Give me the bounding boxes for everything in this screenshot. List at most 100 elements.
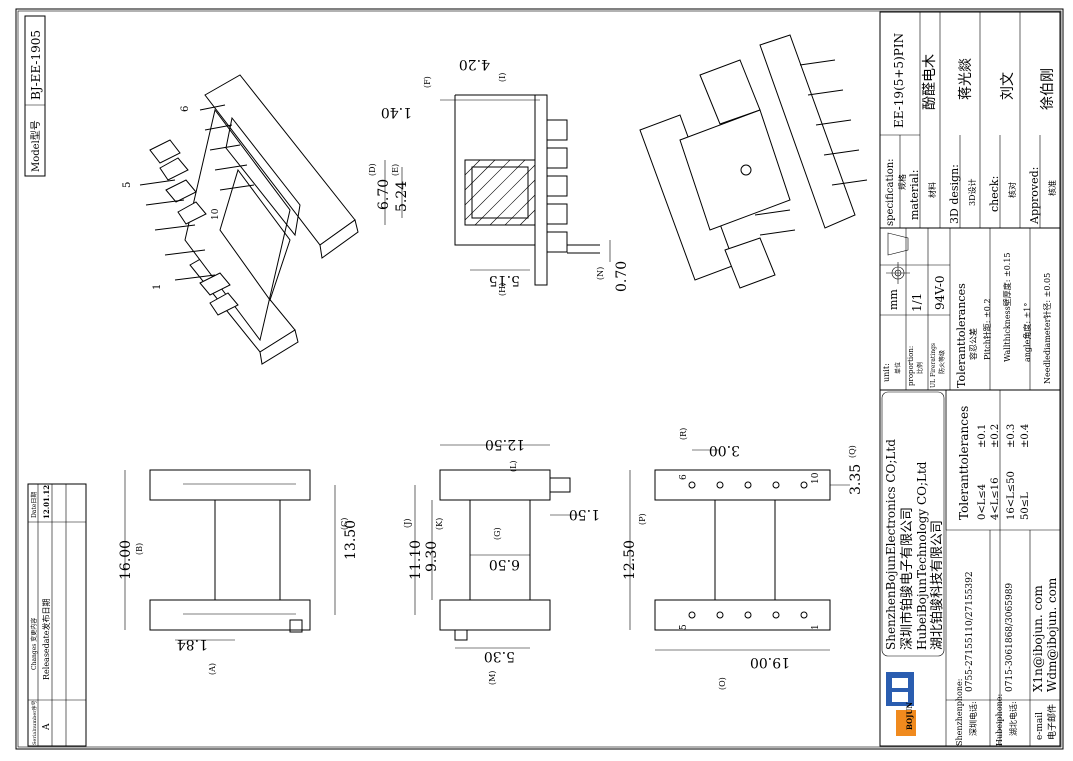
company-name-cn1: 深圳市铂骏电子有限公司 xyxy=(899,507,915,650)
approved-label: Approved: xyxy=(1028,167,1041,225)
tol-range-2: 16<L≤50 xyxy=(1006,471,1017,520)
check-label: check: xyxy=(988,176,1001,212)
email-cn: 电子邮件 xyxy=(1046,704,1058,740)
revision-col-date: Date日期 xyxy=(30,492,38,518)
isometric-view-right xyxy=(639,34,868,289)
tol-title: Toleranttolerances xyxy=(955,283,968,388)
approved-cn: 核准 xyxy=(1047,180,1057,196)
unit-label: unit: xyxy=(882,363,891,382)
check-cn: 核对 xyxy=(1007,182,1017,198)
pin-label-1: 1 xyxy=(811,624,821,630)
model-value: BJ-EE-1905 xyxy=(29,30,43,100)
company-name-en1: ShenzhenBojunElectronics CO;Ltd xyxy=(884,439,898,650)
spec-cn: 规格 xyxy=(897,174,907,190)
check-value: 刘文 xyxy=(1000,72,1016,100)
dim-5-30: 5.30 xyxy=(484,648,515,664)
section-view: 4.20 (I) (F) 1.40 6.70 (D) 5.24 (E) 5.15… xyxy=(368,56,630,296)
dim-J: (J) xyxy=(403,519,412,528)
material-cn: 材料 xyxy=(927,182,937,198)
unit-cn: 单位 xyxy=(894,362,902,374)
dim-B: (B) xyxy=(135,543,144,555)
tol-value-2: ±0.3 xyxy=(1006,424,1017,448)
dim-4-20: 4.20 xyxy=(459,56,490,72)
hatch-wall xyxy=(464,159,536,226)
tol-range-0: 0<L≤4 xyxy=(977,484,988,520)
material-value: 酚醛电木 xyxy=(922,54,938,110)
material-label: material: xyxy=(908,170,921,220)
fire-label: UL Fireratings xyxy=(930,343,937,388)
dim-1-50: 1.50 xyxy=(569,506,600,522)
tol-range-1: 4<L≤16 xyxy=(990,478,1001,521)
proportion-cn: 比例 xyxy=(916,362,924,374)
pin-label-5-left: 5 xyxy=(122,182,133,188)
dim-N: (N) xyxy=(596,267,605,280)
dim-H: (H) xyxy=(498,283,507,296)
approved-value: 徐伯刚 xyxy=(1040,68,1056,110)
dim-A: (A) xyxy=(208,663,217,675)
front-view-left: 16.00 (B) 13.50 (C) 1.84 (A) xyxy=(118,469,359,675)
dim-16-00: 16.00 xyxy=(118,540,134,580)
dim-1-84: 1.84 xyxy=(177,636,208,652)
sz-phone: 0755-27155110/27155392 xyxy=(965,571,975,692)
company-name-en2: HubeiBojunTechnology CO;Ltd xyxy=(915,461,929,650)
dim-0-70: 0.70 xyxy=(614,261,630,292)
proportion-label: proportion: xyxy=(907,346,915,386)
dim-3-35: 3.35 xyxy=(848,464,864,495)
spec-label: specification: xyxy=(885,158,896,226)
tol-pitch: Pitch针距: ±0.2 xyxy=(982,299,992,360)
design-cn: 3D设计 xyxy=(967,178,977,206)
unit-value: mm xyxy=(887,289,900,310)
revision-col-changes: Changes 变更内容 xyxy=(30,618,38,670)
dim-1-40: 1.40 xyxy=(381,104,412,120)
revision-col-serial: Serialnumber序号 xyxy=(31,700,38,745)
hb-phone: 0715-3061868/3065989 xyxy=(1005,583,1015,692)
sheet-inner-border xyxy=(17,10,1062,748)
hb-phone-cn: 湖北电话: xyxy=(1008,701,1018,736)
revision-row-date: 12.01.12 xyxy=(42,485,51,519)
fire-value: 94V-0 xyxy=(933,275,947,310)
tol-value-0: ±0.1 xyxy=(977,424,988,448)
dim-D: (D) xyxy=(368,163,377,176)
pin-view: 6 10 5 1 3.00 (R) 3.35 (Q) 12.50 (P) 19.… xyxy=(622,428,864,690)
dim-M: (M) xyxy=(488,671,497,685)
proportion-value: 1/1 xyxy=(910,293,924,312)
tol-range-title: Toleranttolerances xyxy=(957,406,971,520)
revision-row-serial: A xyxy=(42,723,52,731)
revision-row-change: Releasedate发布日期 xyxy=(41,599,51,681)
sz-phone-label: Shenzhenphone: xyxy=(955,679,964,746)
dim-9-30: 9.30 xyxy=(424,541,440,572)
dim-12-50-top: 12.50 xyxy=(485,436,525,452)
dim-3-00: 3.00 xyxy=(709,442,740,458)
design-label: 3D design: xyxy=(948,164,961,224)
sheet-border xyxy=(15,8,1064,750)
dim-19-00: 19.00 xyxy=(750,654,790,670)
tol-value-1: ±0.2 xyxy=(990,424,1001,448)
tol-range-3: 50≤L xyxy=(1020,492,1031,520)
dim-6-50: 6.50 xyxy=(489,556,520,572)
tol-angle: angle角度: ±1° xyxy=(1022,303,1032,362)
projection-symbol-icon xyxy=(886,232,910,284)
email-1: X1n@ibojun. com xyxy=(1031,585,1045,692)
title-block: specification: 规格 EE-19(5+5)PIN material… xyxy=(879,11,1061,747)
model-box: Model型号 BJ-EE-1905 xyxy=(24,15,46,177)
tol-value-3: ±0.4 xyxy=(1020,424,1031,448)
dim-K: (K) xyxy=(435,518,444,530)
dim-12-50-right: 12.50 xyxy=(622,540,638,580)
dim-R: (R) xyxy=(679,428,688,440)
isometric-view-left: 6 5 10 1 xyxy=(122,74,359,365)
dim-L: (L) xyxy=(509,460,518,472)
dim-G: (G) xyxy=(493,527,502,540)
tol-wall: Wallthickness壁厚度: ±0.15 xyxy=(1002,252,1012,362)
spec-value: EE-19(5+5)PIN xyxy=(892,33,906,128)
bojun-logo-icon xyxy=(886,672,916,736)
pin-label-10: 10 xyxy=(811,472,821,484)
dim-5-15: 5.15 xyxy=(489,272,520,288)
company-block: ShenzhenBojunElectronics CO;Ltd 深圳市铂骏电子有… xyxy=(879,389,1060,747)
revision-table: Serialnumber序号 Changes 变更内容 Date日期 A Rel… xyxy=(27,483,87,747)
dim-I: (I) xyxy=(498,73,507,82)
email-label: e-mail xyxy=(1035,712,1045,740)
dim-13-50: 13.50 xyxy=(343,520,359,560)
hb-phone-label: Hubeiphone: xyxy=(995,694,1004,746)
dim-11-10: 11.10 xyxy=(408,540,424,580)
